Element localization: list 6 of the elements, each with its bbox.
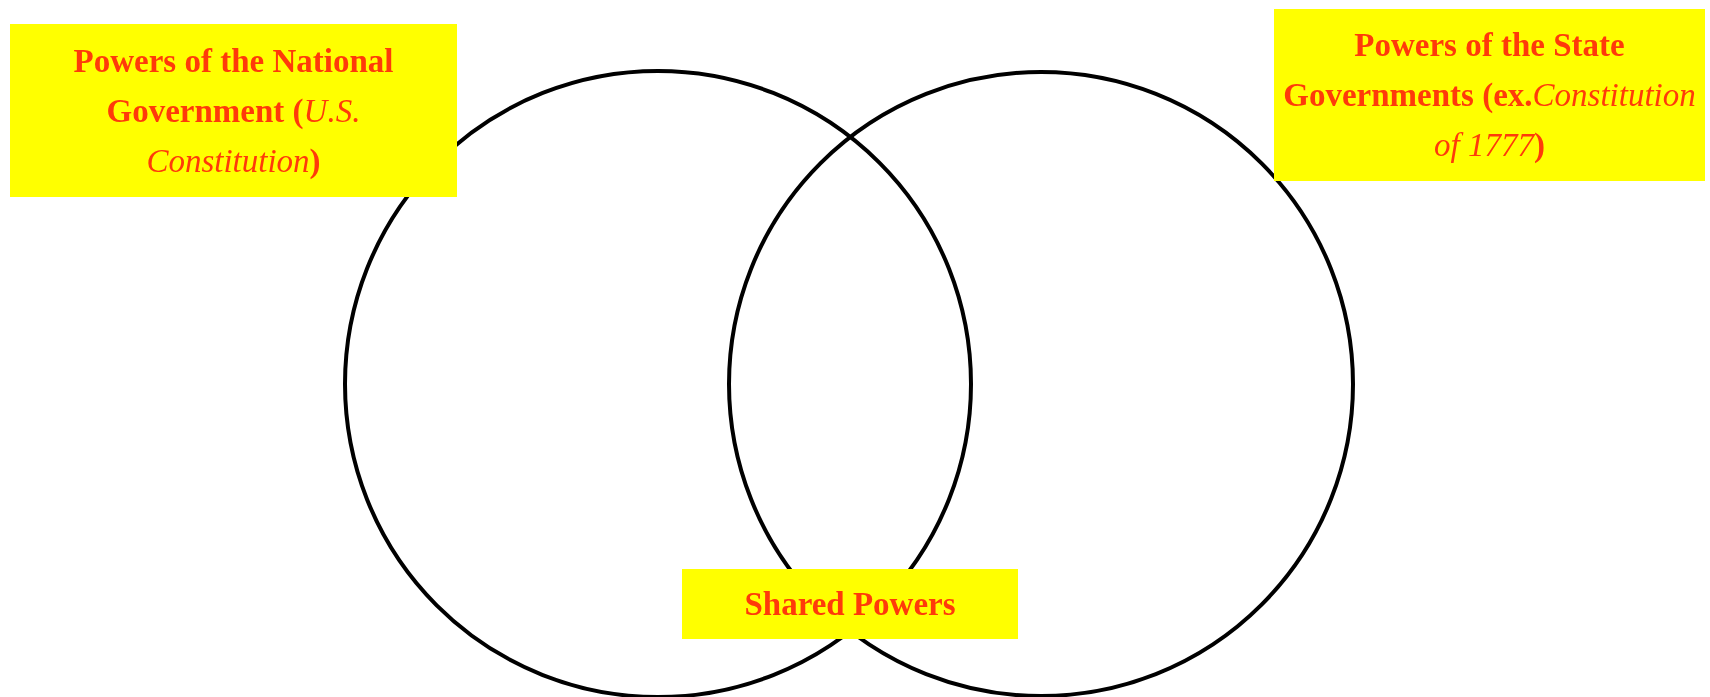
label-box — [682, 569, 1018, 639]
label-text: Powers of the State Governments (ex.Constitution of 1777) — [1282, 26, 1697, 165]
label-text: Powers of the National Government (U.S. Constitution) — [72, 41, 395, 181]
label-box — [10, 24, 457, 197]
label-text: Shared Powers — [744, 585, 956, 624]
label-box — [1274, 9, 1705, 181]
